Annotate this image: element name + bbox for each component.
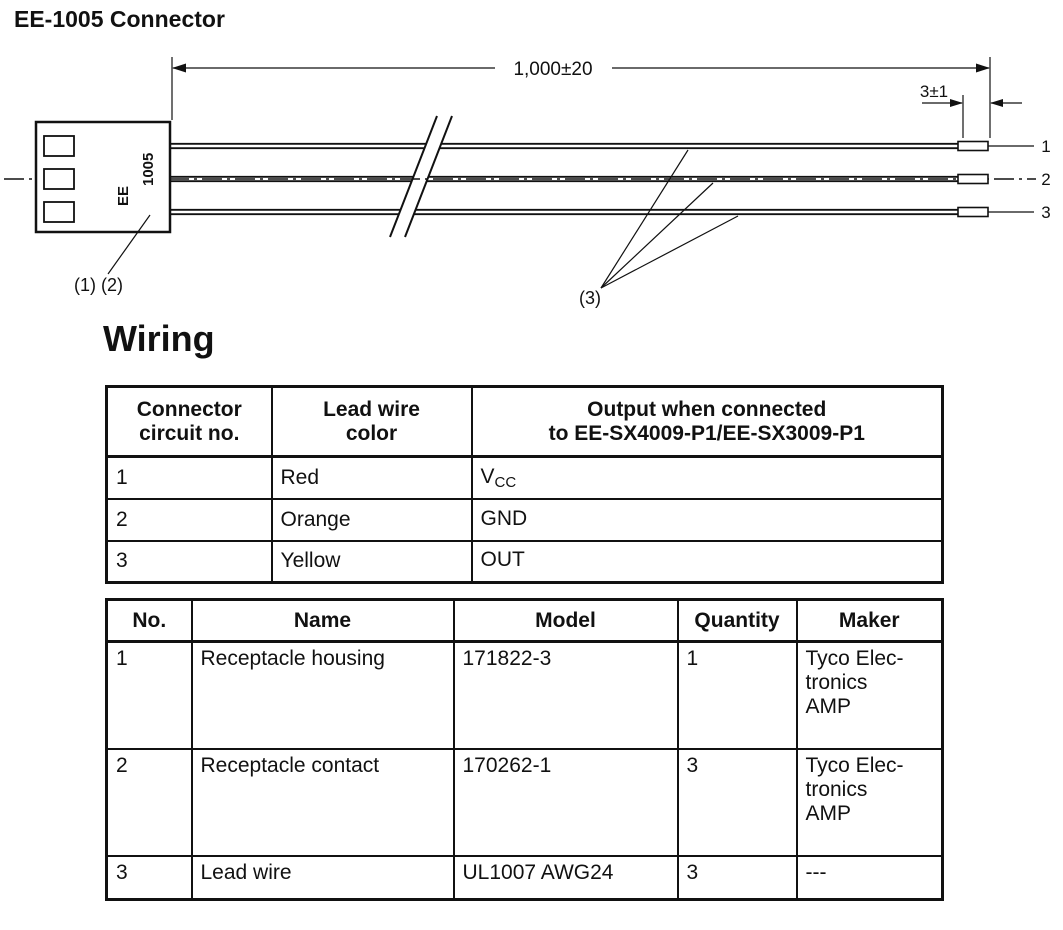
table-row: 2 Receptacle contact 170262-1 3 Tyco Ele…: [105, 747, 944, 857]
dimension-length-label: 1,000±20: [513, 59, 592, 80]
col-header-output: Output when connected to EE-SX4009-P1/EE…: [470, 385, 944, 458]
cell-no: 3: [105, 854, 193, 901]
table-row: 1 Red VCC: [105, 455, 944, 500]
dimension-tip-label: 3±1: [920, 82, 948, 101]
cell-no: 1: [105, 640, 193, 750]
connector-marking-1005: 1005: [140, 153, 157, 186]
table-row: 3 Lead wire UL1007 AWG24 3 ---: [105, 854, 944, 901]
wire-number-2: 2: [1041, 170, 1050, 189]
cell-no: 2: [105, 747, 193, 857]
callout-wires-label: (3): [579, 288, 601, 308]
connector-slot: [43, 135, 75, 157]
callout-connector-label: (1) (2): [74, 275, 123, 295]
table-row: 2 Orange GND: [105, 497, 944, 542]
dimension-length: [171, 57, 991, 138]
cell-circuit-no: 3: [105, 539, 273, 584]
cell-output: OUT: [470, 539, 944, 584]
table-row: 3 Yellow OUT: [105, 539, 944, 584]
break-symbol: [389, 115, 453, 238]
cell-output: VCC: [470, 455, 944, 500]
cell-model: 171822-3: [452, 640, 679, 750]
connector-diagram: 1,000±20 3±1 EE 1005 1 2 3 (1) (2) (3): [4, 57, 1051, 308]
output-subscript: CC: [494, 473, 517, 491]
cell-maker: Tyco Elec- tronics AMP: [795, 640, 944, 750]
cell-maker: Tyco Elec- tronics AMP: [795, 747, 944, 857]
cell-circuit-no: 1: [105, 455, 273, 500]
parts-table: No. Name Model Quantity Maker 1 Receptac…: [105, 598, 944, 901]
cell-quantity: 3: [676, 854, 798, 901]
cell-quantity: 1: [676, 640, 798, 750]
col-header-no: No.: [105, 598, 193, 643]
cell-circuit-no: 2: [105, 497, 273, 542]
col-header-name: Name: [190, 598, 455, 643]
parts-table-header-row: No. Name Model Quantity Maker: [105, 598, 944, 643]
cell-maker: ---: [795, 854, 944, 901]
cell-output: GND: [470, 497, 944, 542]
wire-number-3: 3: [1041, 203, 1050, 222]
cell-name: Lead wire: [190, 854, 455, 901]
col-header-maker: Maker: [795, 598, 944, 643]
cell-lead-wire-color: Orange: [270, 497, 473, 542]
lead-wires: [170, 142, 958, 216]
col-header-circuit-no: Connector circuit no.: [105, 385, 273, 458]
dimension-tip: [922, 95, 1022, 138]
connector-slot: [43, 168, 75, 190]
table-row: 1 Receptacle housing 171822-3 1 Tyco Ele…: [105, 640, 944, 750]
wiring-table-header-row: Connector circuit no. Lead wire color Ou…: [105, 385, 944, 458]
col-header-lead-wire-color: Lead wire color: [270, 385, 473, 458]
connector-slot: [43, 201, 75, 223]
wire-terminals: [957, 140, 989, 218]
cell-model: 170262-1: [452, 747, 679, 857]
cell-lead-wire-color: Yellow: [270, 539, 473, 584]
cell-name: Receptacle housing: [190, 640, 455, 750]
col-header-model: Model: [452, 598, 679, 643]
cell-quantity: 3: [676, 747, 798, 857]
cell-lead-wire-color: Red: [270, 455, 473, 500]
output-main: GND: [480, 506, 528, 530]
connector-body: [34, 120, 172, 234]
col-header-quantity: Quantity: [676, 598, 798, 643]
cell-model: UL1007 AWG24: [452, 854, 679, 901]
output-main: V: [480, 464, 495, 488]
cell-name: Receptacle contact: [190, 747, 455, 857]
callout-leaders: [107, 149, 739, 289]
wiring-table: Connector circuit no. Lead wire color Ou…: [105, 385, 944, 584]
page-title: EE-1005 Connector: [14, 6, 225, 32]
connector-marking-ee: EE: [115, 186, 132, 206]
wire-number-1: 1: [1041, 137, 1050, 156]
output-main: OUT: [480, 548, 525, 572]
wiring-section-heading: Wiring: [103, 318, 215, 359]
wire-label-lines: [988, 145, 1034, 213]
